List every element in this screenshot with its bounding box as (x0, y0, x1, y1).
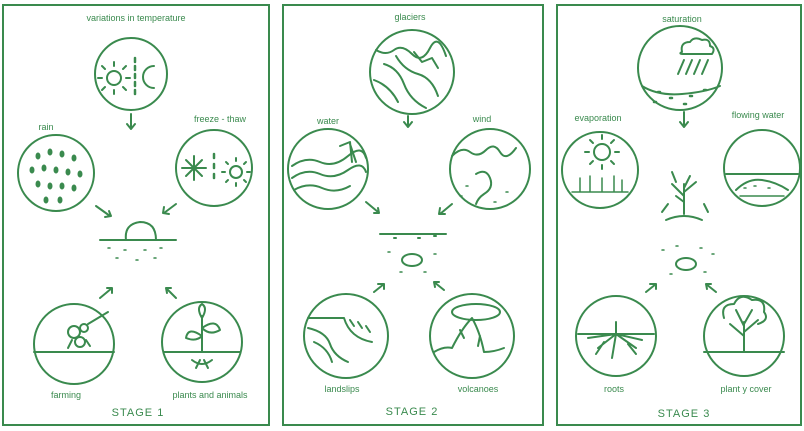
snowflake-icon (182, 156, 206, 180)
wind-circle (450, 129, 530, 209)
saturation-circle (638, 26, 722, 110)
label-landslips: landslips (324, 384, 359, 394)
sun-icon (585, 135, 619, 169)
label-saturation: saturation (662, 14, 702, 24)
label-variations-in-temperature: variations in temperature (86, 13, 185, 23)
volcanoes-circle (430, 294, 514, 378)
freeze-thaw-circle (176, 130, 252, 206)
plant-icon (186, 304, 220, 368)
glaciers-circle (370, 30, 454, 114)
arrow (166, 288, 176, 298)
label-plant-cover: plant y cover (720, 384, 771, 394)
arrow (127, 114, 135, 129)
cloud-rain-icon (642, 38, 720, 104)
arrow (100, 288, 112, 298)
arrow (96, 206, 111, 217)
stage-3-diagram (558, 6, 800, 424)
glacier-icon (374, 42, 446, 108)
label-wind: wind (473, 114, 492, 124)
dune-icon (452, 146, 516, 204)
plant-cover-circle (704, 296, 784, 376)
label-evaporation: evaporation (574, 113, 621, 123)
tree-icon (662, 172, 708, 220)
arrow (374, 284, 384, 292)
moon-icon (143, 66, 154, 88)
farming-circle (34, 304, 114, 384)
label-farming: farming (51, 390, 81, 400)
arrow (366, 202, 379, 213)
stage-1-panel: variations in temperature rain freeze - … (2, 4, 270, 426)
arrow (680, 112, 688, 127)
rain-circle (18, 135, 94, 211)
stage-1-diagram (4, 6, 268, 424)
label-water: water (317, 116, 339, 126)
stage-3-title: STAGE 3 (658, 408, 711, 420)
evaporation-circle (562, 132, 638, 208)
sun-icon (98, 62, 130, 94)
rock-icon (380, 234, 446, 272)
flowing-water-circle (724, 130, 800, 206)
stage-2-title: STAGE 2 (386, 406, 439, 418)
roots-circle (576, 296, 656, 376)
roots-icon (578, 322, 654, 358)
raindrops-icon (30, 149, 83, 204)
temperature-circle (95, 38, 167, 110)
stage-2-panel: glaciers water wind landslips volcanoes … (282, 4, 544, 426)
arrow (434, 282, 444, 290)
arrow (439, 204, 452, 214)
plants-animals-circle (162, 302, 242, 382)
stage-1-title: STAGE 1 (112, 407, 165, 419)
tractor-icon (68, 312, 108, 348)
stage-2-diagram (284, 6, 542, 424)
arrow (706, 284, 716, 292)
arrow (163, 204, 176, 214)
arrow (646, 284, 656, 292)
arrow (404, 116, 412, 127)
landslide-icon (308, 318, 372, 362)
label-glaciers: glaciers (394, 12, 425, 22)
water-circle (288, 129, 368, 209)
label-flowing-water: flowing water (732, 110, 785, 120)
label-roots: roots (604, 384, 624, 394)
label-plants-and-animals: plants and animals (172, 390, 247, 400)
sun-icon (222, 158, 250, 186)
label-volcanoes: volcanoes (458, 384, 499, 394)
landslips-circle (304, 294, 388, 378)
waves-icon (292, 142, 366, 191)
label-rain: rain (38, 122, 53, 132)
tree-icon (704, 297, 784, 352)
volcano-icon (434, 304, 504, 352)
rock-icon (662, 246, 714, 274)
label-freeze-thaw: freeze - thaw (194, 114, 246, 124)
rock-icon (100, 222, 176, 260)
stage-3-panel: saturation evaporation flowing water roo… (556, 4, 802, 426)
